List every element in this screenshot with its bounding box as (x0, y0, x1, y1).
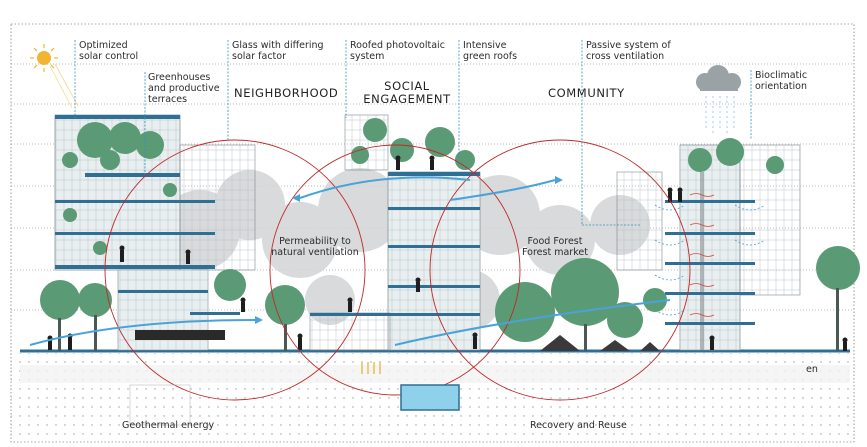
water-tank (400, 384, 460, 432)
leader-lines (74, 40, 752, 226)
label-side: en (806, 364, 818, 375)
tree-trunks (58, 288, 839, 351)
people (47, 155, 848, 351)
sun-icon (30, 44, 79, 109)
frame (10, 23, 855, 443)
zone-circles (104, 139, 691, 401)
zone-neighborhood: NEIGHBORHOOD (234, 86, 339, 100)
center-building (309, 114, 481, 351)
arrow-heads (255, 176, 563, 324)
market-tents (540, 335, 660, 351)
cloud-icon (696, 65, 741, 136)
ventilation-arrows (29, 176, 671, 346)
label-geothermal: Geothermal energy (122, 420, 215, 431)
zone-community: COMMUNITY (548, 86, 625, 100)
right-building (616, 138, 801, 351)
geothermal-tubes (129, 362, 733, 426)
soil-band (20, 365, 850, 383)
label-recovery: Recovery and Reuse (530, 420, 627, 431)
left-building (54, 114, 256, 351)
